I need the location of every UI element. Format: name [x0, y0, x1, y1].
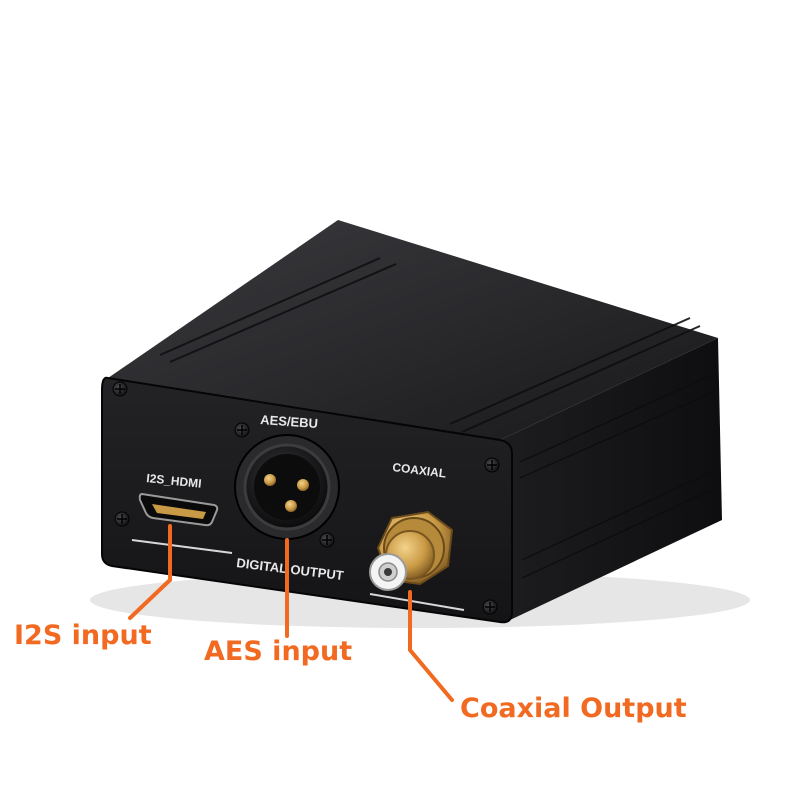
callout-aes-input: AES input — [204, 636, 353, 667]
label-i2s-hdmi: I2S_HDMI — [146, 471, 203, 491]
leader-coaxial — [408, 590, 454, 702]
rca-connector — [369, 510, 454, 591]
panel-screws — [112, 381, 500, 615]
xlr-pin — [297, 479, 309, 491]
hdmi-port — [138, 492, 219, 527]
screw-icon — [484, 457, 500, 473]
panel-silkscreen — [131, 539, 465, 611]
xlr-connector — [234, 434, 340, 540]
enclosure-side — [500, 338, 722, 620]
screw-icon — [482, 599, 498, 615]
xlr-pin — [285, 500, 297, 512]
callout-coaxial-output: Coaxial Output — [460, 693, 687, 724]
screw-icon — [319, 532, 335, 548]
label-coaxial: COAXIAL — [392, 460, 447, 480]
leader-i2s — [128, 524, 172, 620]
heatsink-grooves — [159, 257, 701, 433]
xlr-pin — [264, 474, 276, 486]
screw-icon — [234, 422, 250, 438]
callout-leaders — [128, 524, 454, 702]
screw-icon — [112, 381, 128, 397]
label-aes-ebu: AES/EBU — [260, 412, 319, 431]
callout-i2s-input: I2S input — [14, 620, 152, 651]
screw-icon — [114, 511, 130, 527]
